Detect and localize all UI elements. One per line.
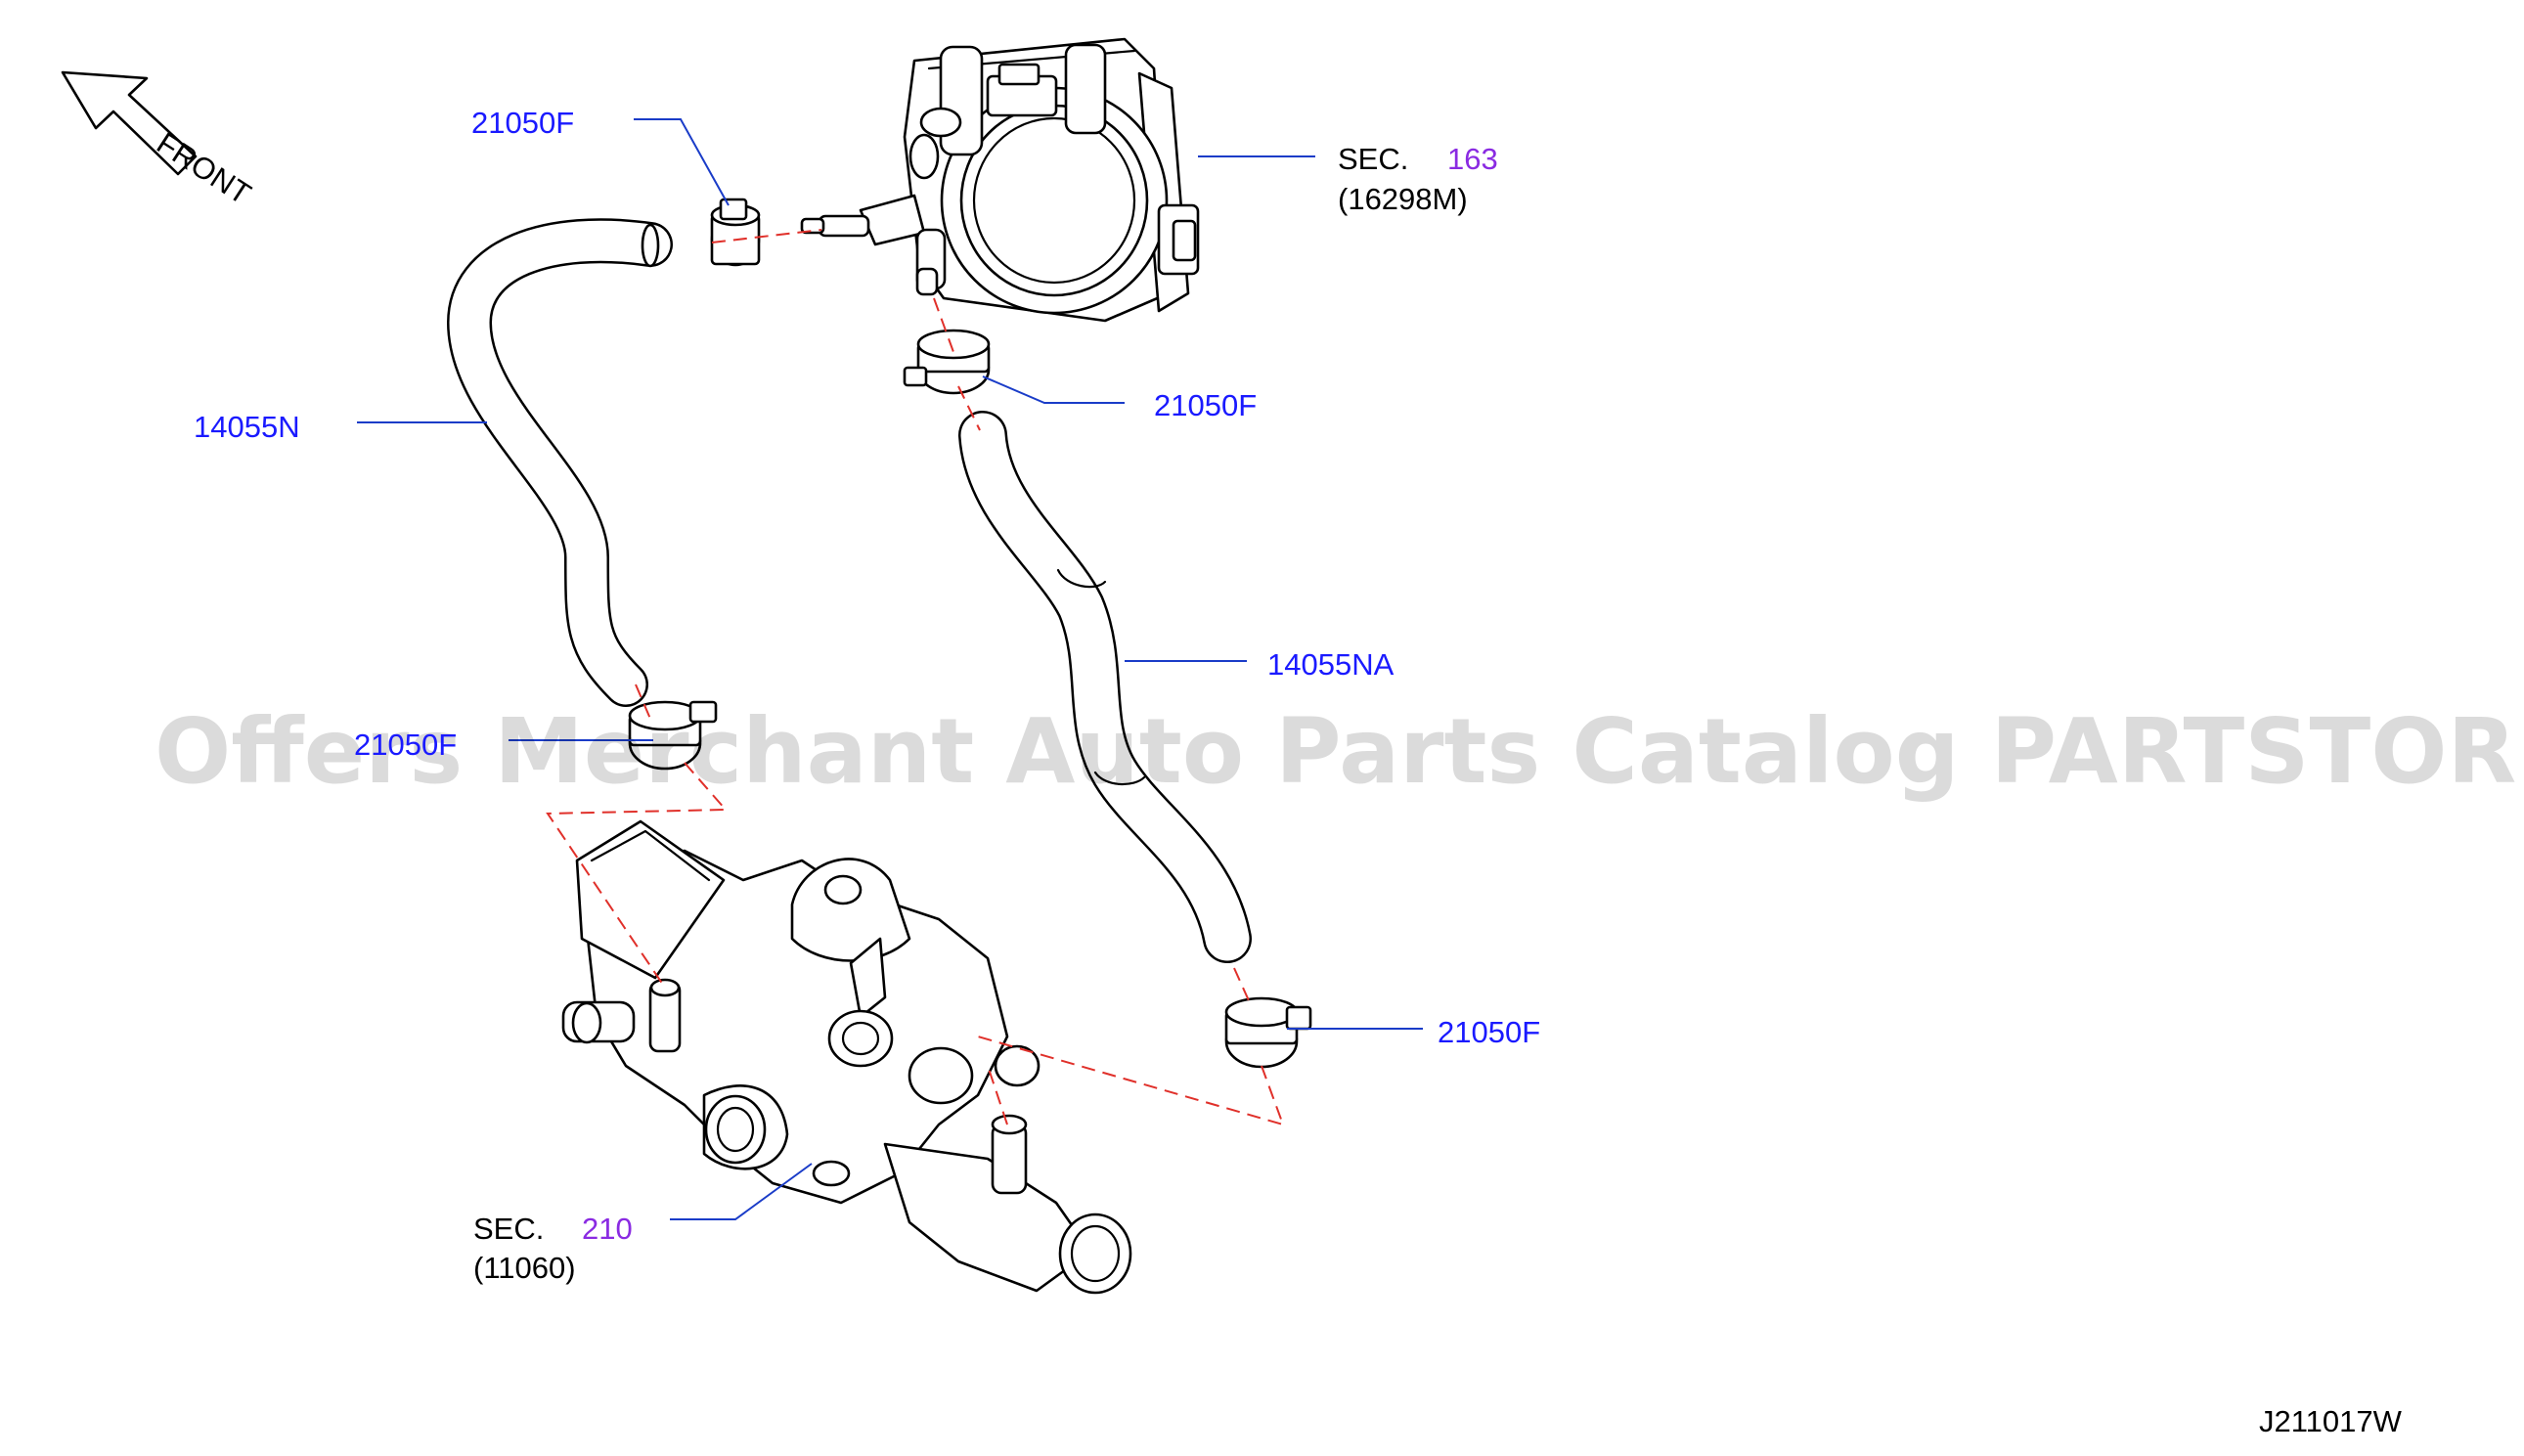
diagram-id: J211017W [2259, 1404, 2403, 1438]
clamp-top-mid [903, 329, 991, 395]
clamp-top-left [710, 198, 761, 267]
hose-left [447, 218, 673, 707]
front-label: FRONT [151, 126, 257, 212]
hose-right [958, 411, 1252, 963]
sec-163-prefix: SEC. [1338, 142, 1408, 176]
dashed-guides [546, 229, 1285, 1126]
sec-210-prefix: SEC. [473, 1212, 544, 1246]
sec-163-link[interactable]: 163 [1447, 142, 1498, 176]
leader-lines [357, 118, 1423, 1220]
sec-163-part: (16298M) [1338, 182, 1468, 216]
sec-210-part: (11060) [473, 1251, 576, 1285]
callout-14055n[interactable]: 14055N [194, 410, 300, 444]
callout-21050f-bottom-left[interactable]: 21050F [354, 728, 457, 762]
callout-21050f-top-mid[interactable]: 21050F [1154, 388, 1257, 422]
throttle-body [800, 37, 1200, 323]
callout-21050f-top-left[interactable]: 21050F [471, 106, 574, 140]
front-arrow-icon [61, 70, 198, 176]
clamp-bottom-right [1224, 996, 1312, 1069]
callout-21050f-bottom-right[interactable]: 21050F [1438, 1015, 1540, 1049]
watermark: Offers Merchant Auto Parts Catalog PARTS… [155, 699, 2524, 804]
sec-210-link[interactable]: 210 [582, 1212, 633, 1246]
callout-14055na[interactable]: 14055NA [1267, 647, 1395, 682]
thermostat-housing [561, 819, 1132, 1295]
clamp-bottom-left [628, 700, 718, 771]
